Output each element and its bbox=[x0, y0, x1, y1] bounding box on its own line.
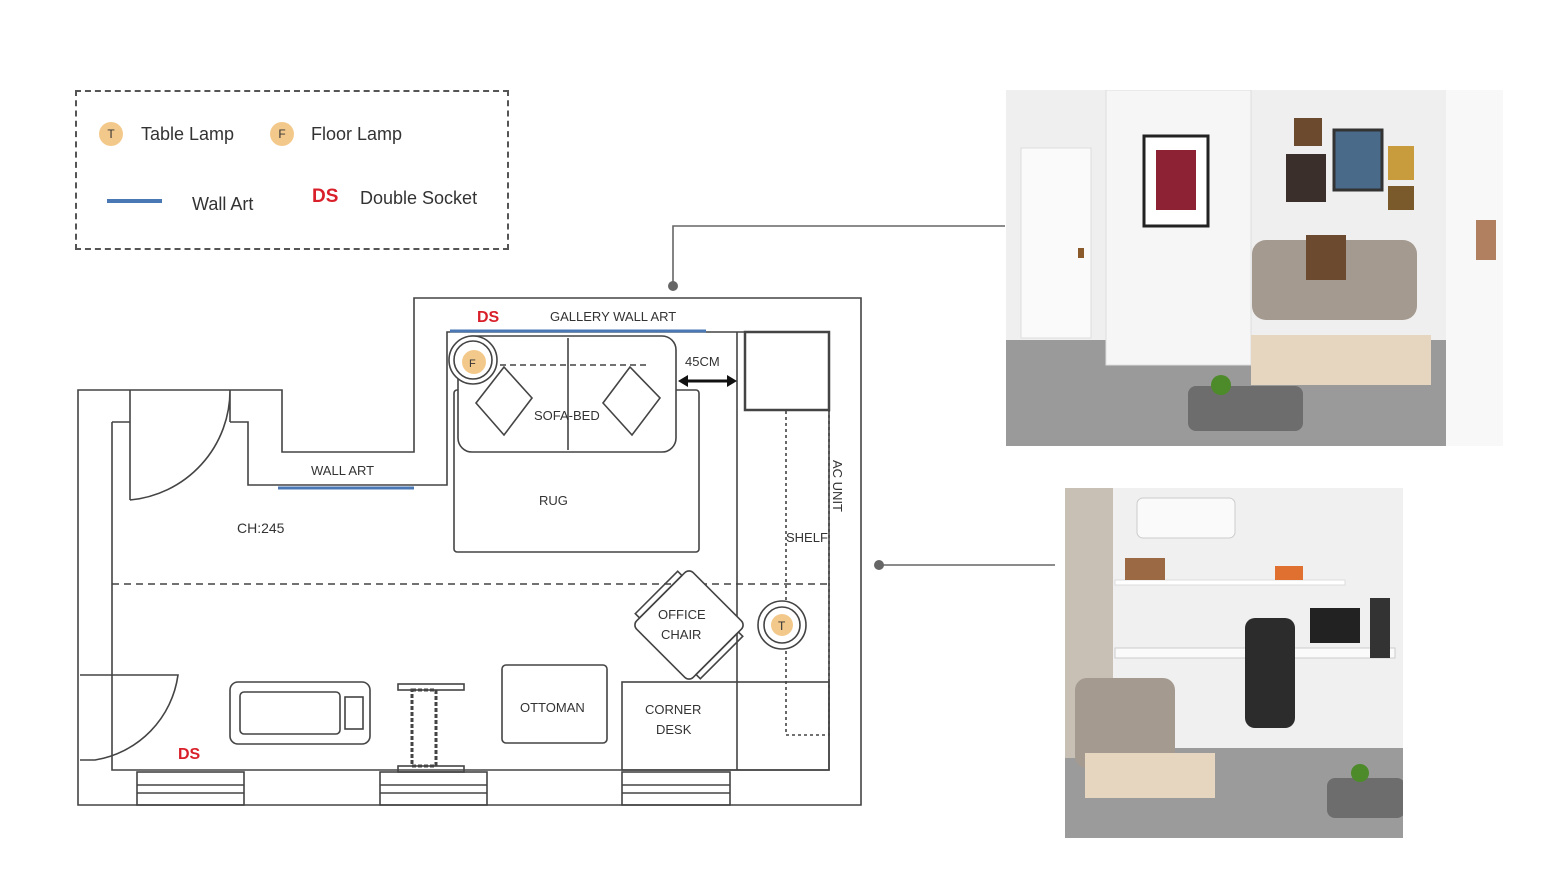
gallery-frame bbox=[1294, 118, 1322, 146]
shelf-label: SHELF bbox=[786, 530, 828, 545]
table-lamp-icon: T bbox=[99, 122, 123, 146]
table-lamp-icon bbox=[771, 614, 793, 636]
ottoman bbox=[501, 664, 608, 744]
legend: T Table Lamp F Floor Lamp Wall Art DS Do… bbox=[75, 90, 509, 250]
ceiling-height-label: CH:245 bbox=[237, 520, 285, 536]
monitor bbox=[1310, 608, 1360, 643]
socket-bottom: DS bbox=[178, 746, 201, 763]
connector-dot-top bbox=[668, 281, 678, 291]
sofa-bed bbox=[457, 335, 677, 453]
wall-art-line-icon bbox=[107, 199, 162, 203]
ottoman bbox=[1188, 386, 1303, 431]
shelf bbox=[785, 409, 830, 736]
treadmill bbox=[229, 681, 371, 745]
exercise-rack bbox=[397, 683, 465, 773]
office-rendering bbox=[1065, 488, 1403, 838]
ac-unit-label: AC UNIT bbox=[830, 460, 845, 512]
windows bbox=[136, 771, 731, 806]
ottoman-label: OTTOMAN bbox=[520, 700, 585, 715]
table-lamp-symbol: T bbox=[778, 619, 786, 633]
clearance-label: 45CM bbox=[685, 354, 720, 369]
connector-line-top bbox=[672, 225, 1005, 286]
rug bbox=[1251, 335, 1431, 385]
floor-lamp-icon bbox=[462, 350, 486, 374]
office-chair-label-2: CHAIR bbox=[661, 627, 701, 642]
socket-top: DS bbox=[477, 309, 500, 326]
floor-lamp-symbol: F bbox=[469, 358, 476, 370]
outer-wall bbox=[77, 297, 862, 806]
door-top bbox=[129, 389, 231, 501]
office-chair bbox=[1245, 618, 1295, 728]
wall-art-label: WALL ART bbox=[311, 463, 374, 478]
legend-double-socket-label: Double Socket bbox=[360, 188, 478, 208]
armchair bbox=[1075, 678, 1175, 768]
shelf bbox=[1114, 579, 1346, 586]
legend-table-lamp-label: Table Lamp bbox=[141, 124, 235, 144]
rug-label: RUG bbox=[539, 493, 568, 508]
door-bottom bbox=[80, 674, 179, 761]
floor-lamp-symbol: F bbox=[278, 127, 286, 141]
corner-desk-label-2: DESK bbox=[656, 722, 692, 737]
office-chair bbox=[634, 570, 744, 680]
gallery-wall-art-label: GALLERY WALL ART bbox=[550, 309, 676, 324]
legend-floor-lamp-label: Floor Lamp bbox=[311, 124, 403, 144]
table-lamp-symbol: T bbox=[107, 127, 115, 141]
office-chair-label-1: OFFICE bbox=[658, 607, 706, 622]
corner-desk bbox=[621, 681, 830, 771]
legend-wall-art-label: Wall Art bbox=[192, 194, 254, 214]
sofa-bed-label: SOFA-BED bbox=[534, 408, 600, 423]
double-socket-symbol: DS bbox=[312, 186, 339, 207]
ottoman bbox=[1327, 778, 1403, 818]
lounge-rendering bbox=[1006, 90, 1503, 446]
corner-desk-label-1: CORNER bbox=[645, 702, 701, 717]
ac-unit-box bbox=[743, 330, 831, 412]
connector-dot-bottom bbox=[874, 560, 884, 570]
floor-lamp-icon: F bbox=[270, 122, 294, 146]
door bbox=[1020, 147, 1092, 339]
rug bbox=[1085, 753, 1215, 798]
ac-unit bbox=[1136, 497, 1236, 539]
